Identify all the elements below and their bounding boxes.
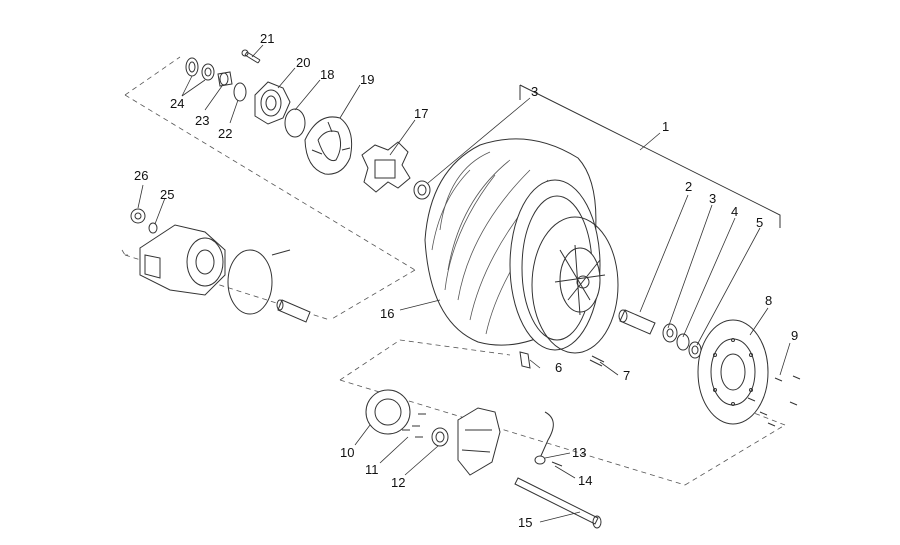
part-21-bolt: [241, 49, 261, 64]
part-6-key: [519, 351, 531, 369]
callout-9: 9: [791, 328, 798, 343]
callout-1: 1: [662, 119, 669, 134]
part-17-damper: [361, 141, 411, 193]
part-7-screw: [589, 355, 605, 367]
part-10-abs-ring: [365, 389, 411, 435]
part-12-bushing: [431, 427, 449, 447]
part-26-seal: [130, 208, 146, 224]
callout-22: 22: [218, 126, 232, 141]
callout-7: 7: [623, 368, 630, 383]
wheel-bracket-line: [519, 84, 781, 228]
final-drive-housing: [139, 224, 226, 296]
callout-25: 25: [160, 187, 174, 202]
callout-4: 4: [731, 204, 738, 219]
part-25-oring: [148, 222, 158, 234]
leader-lines: [137, 44, 791, 523]
callout-2: 2: [685, 179, 692, 194]
part-9-disc-bolts: [747, 375, 801, 427]
part-3-bearing: [662, 323, 678, 343]
callout-15: 15: [518, 515, 532, 530]
part-2-spacer-tube: [618, 309, 656, 335]
part-1-wheel-rim: [509, 179, 619, 354]
part-22-circlip: [233, 82, 247, 102]
callout-12: 12: [391, 475, 405, 490]
callout-18: 18: [320, 67, 334, 82]
part-23-bushing: [217, 71, 233, 87]
callout-19: 19: [360, 72, 374, 87]
part-14-screw: [551, 461, 563, 467]
part-24-seals: [185, 57, 215, 81]
shaft: [276, 299, 311, 323]
callout-20: 20: [296, 55, 310, 70]
callout-6: 6: [555, 360, 562, 375]
part-20-flange: [254, 81, 291, 125]
callout-8: 8: [765, 293, 772, 308]
part-11-screws: [402, 413, 426, 438]
callout-5: 5: [756, 215, 763, 230]
callout-labels: 1 2 3 4 5 6 7 8 9 10 11 12 13 14 15 16 1…: [134, 31, 798, 530]
callout-23: 23: [195, 113, 209, 128]
callout-21: 21: [260, 31, 274, 46]
callout-13: 13: [572, 445, 586, 460]
part-18-oring: [284, 108, 306, 138]
part-8-brake-disc: [697, 319, 769, 425]
part-19-drive-hub: [304, 116, 353, 175]
callout-11: 11: [365, 462, 379, 477]
callout-3: 3: [709, 191, 716, 206]
brake-assembly-outline: [339, 339, 786, 486]
brake-caliper: [457, 407, 501, 476]
callout-14: 14: [578, 473, 592, 488]
callout-17: 17: [414, 106, 428, 121]
part-3-upper-spacer: [413, 180, 431, 200]
clamp-band: [227, 249, 291, 315]
callout-16: 16: [380, 306, 394, 321]
part-4-circlip: [676, 333, 690, 351]
callout-24: 24: [170, 96, 184, 111]
group-outlines: [121, 56, 786, 486]
callout-10: 10: [340, 445, 354, 460]
callout-3-upper: 3: [531, 84, 538, 99]
part-13-sensor: [534, 411, 554, 465]
callout-26: 26: [134, 168, 148, 183]
final-drive-outline: [121, 249, 416, 321]
